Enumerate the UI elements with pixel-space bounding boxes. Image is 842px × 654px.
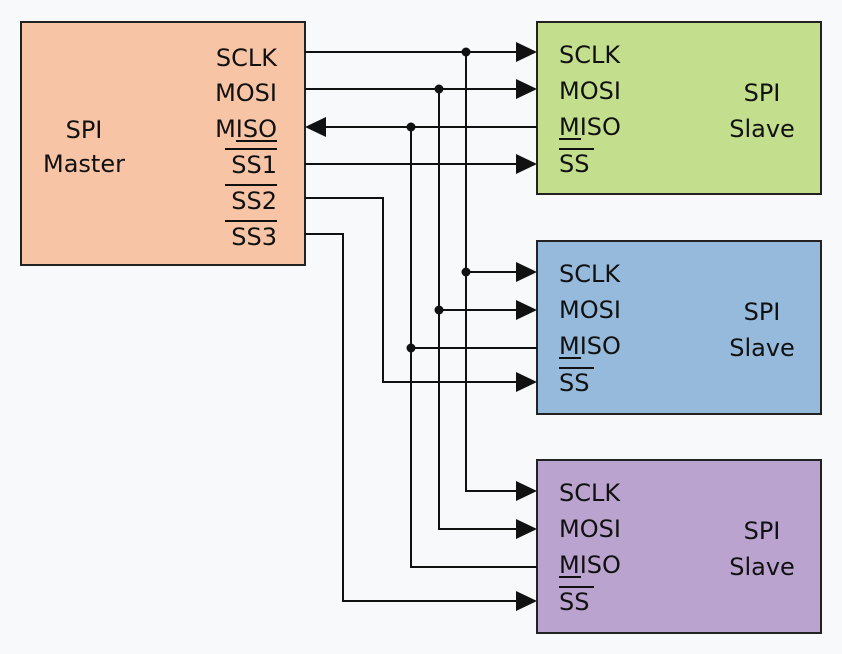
junctions: [406, 47, 471, 353]
master-pin-ss2: SS2: [231, 187, 277, 215]
master-pin-ss3: SS3: [231, 223, 277, 251]
spi-master: SPI Master SCLK MOSI MISO SS1 SS2 SS3: [20, 21, 306, 266]
slave-2-pin-sclk: SCLK: [559, 260, 621, 288]
junction-sclk-2: [461, 267, 471, 277]
junction-miso-2: [406, 343, 416, 353]
arrow-sclk-3: [516, 481, 537, 501]
mosi-bus: [438, 89, 520, 530]
master-title-line2: Master: [43, 150, 125, 178]
slave-3-pin-ss: SS: [559, 588, 589, 616]
spi-slave-2: SCLK MOSI MISO SS SPI Slave: [536, 240, 822, 415]
slave-3-title-line1: SPI: [744, 517, 781, 545]
arrow-mosi-1: [516, 79, 537, 99]
slave-3-title-line2: Slave: [729, 553, 795, 581]
slave-3-box: [536, 459, 822, 634]
junction-mosi-2: [434, 305, 444, 315]
slave-3-pin-miso: MISO: [559, 551, 621, 579]
master-pin-sclk: SCLK: [216, 44, 278, 72]
arrowheads: [305, 42, 537, 611]
slave-1-box: [536, 21, 822, 195]
sclk-bus: [465, 52, 520, 492]
slave-3-pin-sclk: SCLK: [559, 479, 621, 507]
arrow-miso-master: [305, 117, 326, 137]
arrow-ss1: [516, 154, 537, 174]
spi-slave-1: SCLK MOSI MISO SS SPI Slave: [536, 21, 822, 195]
ss3-wire: [305, 233, 520, 602]
master-box: [20, 21, 306, 266]
slave-1-pin-sclk: SCLK: [559, 41, 621, 69]
slave-2-title-line1: SPI: [744, 298, 781, 326]
slave-1-pin-mosi: MOSI: [559, 77, 621, 105]
spi-slave-3: SCLK MOSI MISO SS SPI Slave: [536, 459, 822, 634]
slave-1-pin-miso: MISO: [559, 113, 621, 141]
junction-miso-1: [406, 122, 416, 132]
master-pin-ss1: SS1: [231, 151, 277, 179]
slave-2-pin-miso: MISO: [559, 332, 621, 360]
master-pin-miso: MISO: [215, 115, 277, 143]
junction-mosi-1: [434, 84, 444, 94]
slave-1-pin-ss: SS: [559, 150, 589, 178]
slave-1-title-line1: SPI: [744, 79, 781, 107]
arrow-mosi-3: [516, 519, 537, 539]
junction-sclk-1: [461, 47, 471, 57]
slave-3-pin-mosi: MOSI: [559, 515, 621, 543]
arrow-ss3: [516, 591, 537, 611]
slave-2-title-line2: Slave: [729, 334, 795, 362]
master-pin-mosi: MOSI: [215, 79, 277, 107]
arrow-sclk-2: [516, 262, 537, 282]
ss2-wire: [305, 197, 520, 383]
master-title-line1: SPI: [66, 116, 103, 144]
wires: [305, 51, 537, 602]
slave-2-box: [536, 240, 822, 415]
arrow-ss2: [516, 372, 537, 392]
slave-1-title-line2: Slave: [729, 115, 795, 143]
arrow-mosi-2: [516, 300, 537, 320]
slave-2-pin-ss: SS: [559, 369, 589, 397]
miso-bus: [410, 127, 537, 568]
slave-2-pin-mosi: MOSI: [559, 296, 621, 324]
arrow-sclk-1: [516, 42, 537, 62]
